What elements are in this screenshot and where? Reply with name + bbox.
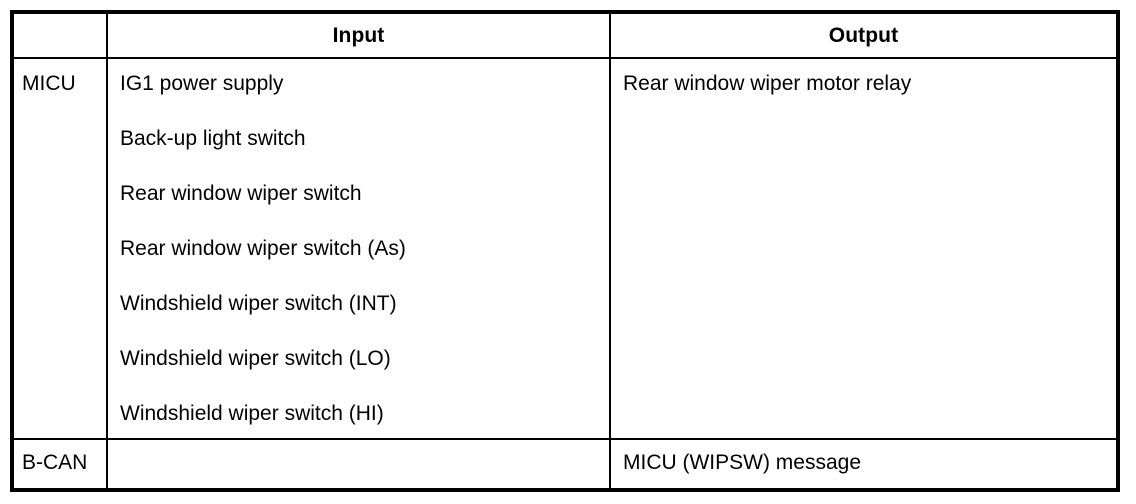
system-label-bcan: B-CAN: [22, 451, 88, 474]
input-list-item: Rear window wiper switch (As): [120, 237, 406, 260]
header-cell-output: Output: [611, 14, 1116, 57]
system-label-micu: MICU: [22, 72, 76, 95]
table-header-row: Input Output: [14, 14, 1116, 59]
input-list-item: Back-up light switch: [120, 127, 306, 150]
header-output-label: Output: [828, 24, 899, 47]
input-list-micu: IG1 power supply Back-up light switch Re…: [120, 59, 609, 444]
input-list-item: IG1 power supply: [120, 72, 284, 95]
cell-input-micu: IG1 power supply Back-up light switch Re…: [108, 59, 611, 438]
header-cell-system: [14, 14, 108, 57]
input-list-item: Windshield wiper switch (HI): [120, 402, 384, 425]
output-list-item: MICU (WIPSW) message: [623, 451, 862, 474]
input-list-item: Windshield wiper switch (INT): [120, 292, 397, 315]
cell-system-bcan: B-CAN: [14, 440, 108, 488]
table-row-micu: MICU IG1 power supply Back-up light swit…: [14, 59, 1116, 440]
input-output-table: Input Output MICU IG1 power supply Back-…: [10, 10, 1120, 492]
cell-input-bcan: [108, 440, 611, 488]
header-cell-input: Input: [108, 14, 611, 57]
cell-output-bcan: MICU (WIPSW) message: [611, 440, 1116, 488]
output-list-item: Rear window wiper motor relay: [623, 72, 912, 95]
table-row-bcan: B-CAN MICU (WIPSW) message: [14, 440, 1116, 488]
input-list-item: Rear window wiper switch: [120, 182, 362, 205]
input-list-item: Windshield wiper switch (LO): [120, 347, 391, 370]
header-input-label: Input: [332, 24, 385, 47]
cell-system-micu: MICU: [14, 59, 108, 438]
cell-output-micu: Rear window wiper motor relay: [611, 59, 1116, 438]
